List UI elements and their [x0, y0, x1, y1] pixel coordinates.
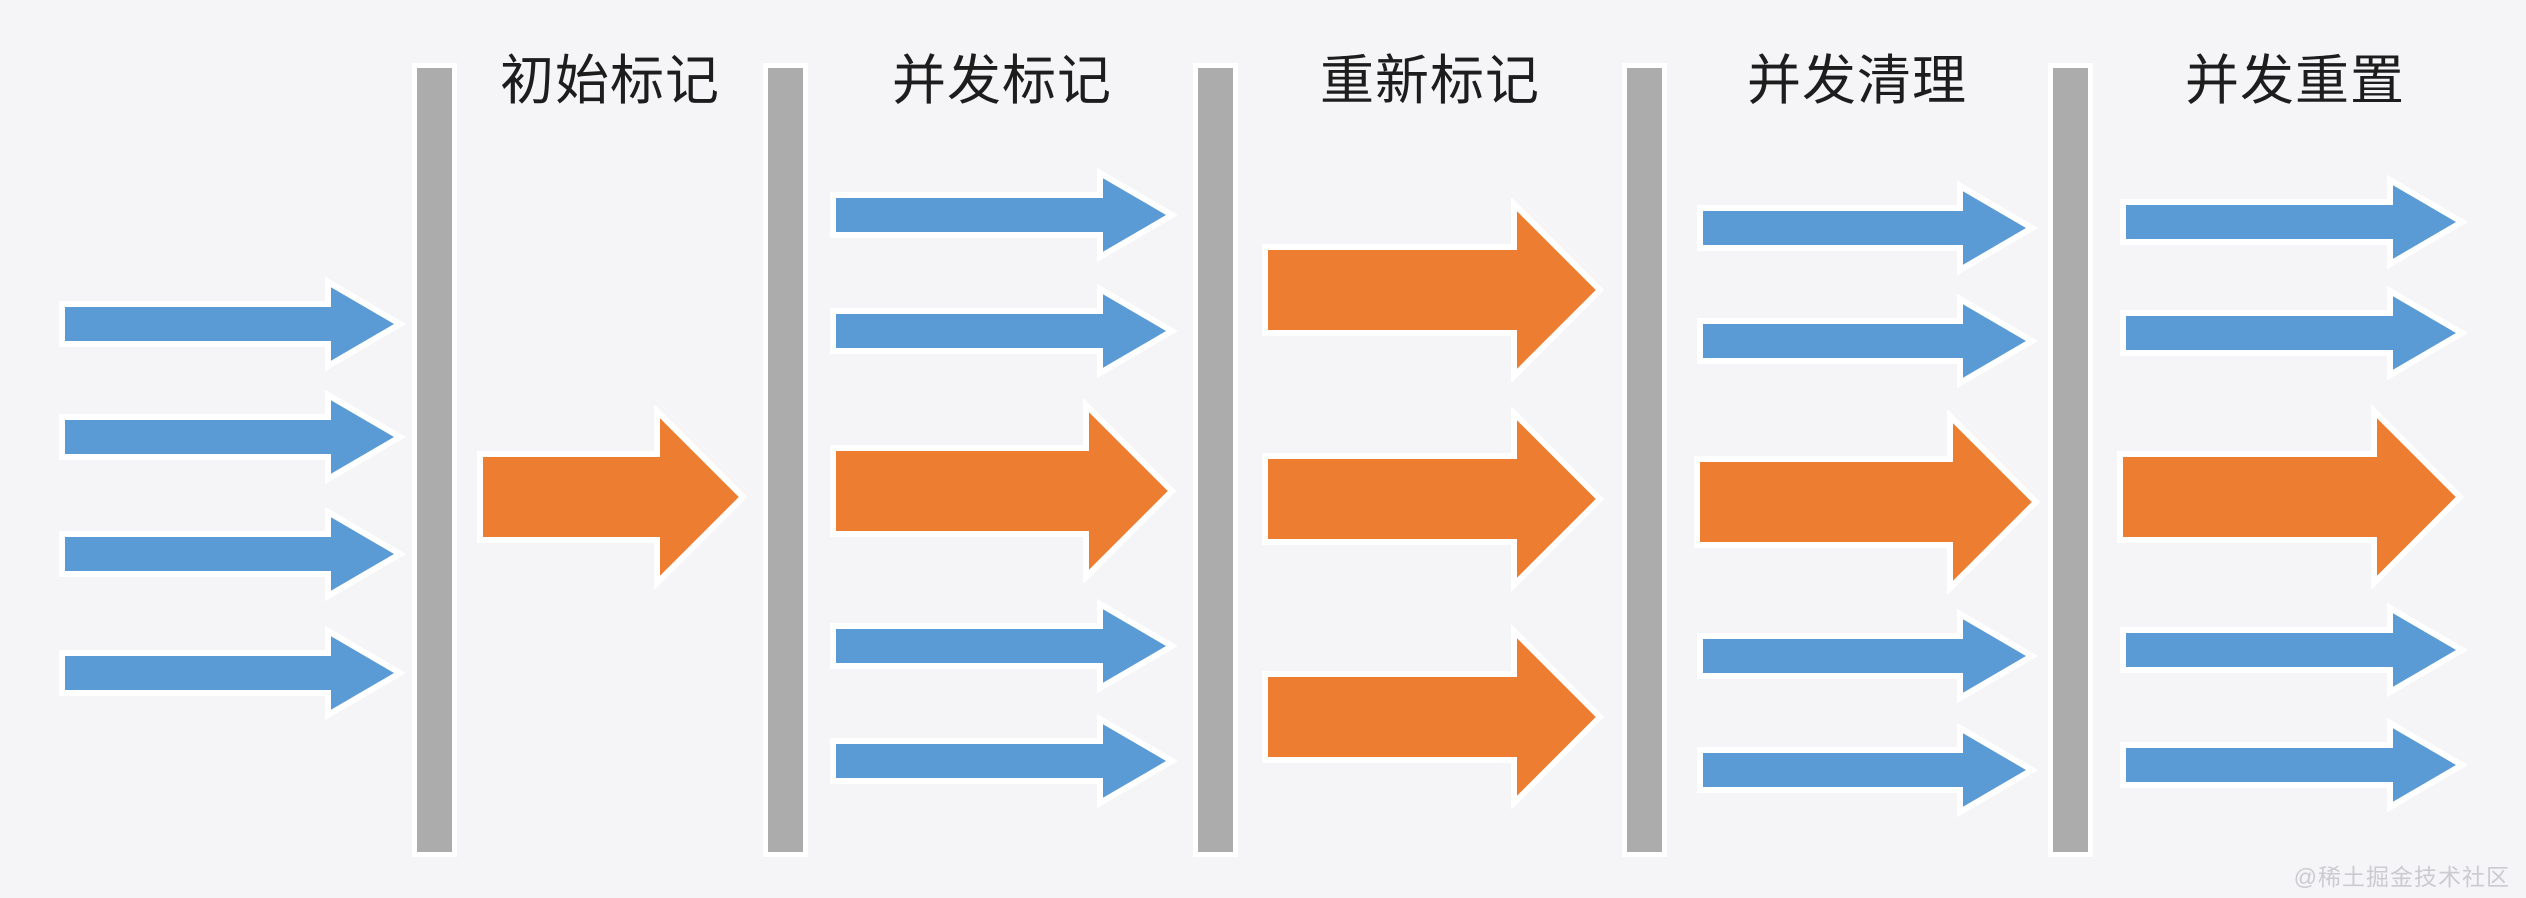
phase-label-remark: 重新标记 [1320, 51, 1540, 111]
app-thread-arrow-shape [59, 506, 406, 602]
gc-thread-arrow [1262, 407, 1605, 591]
stw-barrier-bar [768, 68, 803, 852]
gc-thread-arrow-shape [1694, 410, 2041, 594]
phase-label-concurrent-mark: 并发标记 [892, 51, 1112, 111]
app-thread-arrow [1697, 608, 2038, 704]
phase-label-concurrent-reset: 并发重置 [2185, 51, 2405, 111]
app-thread-arrow [1697, 293, 2038, 389]
app-thread-arrow [59, 506, 406, 602]
app-thread-arrow-shape [2120, 285, 2468, 381]
app-thread-arrow [830, 283, 1178, 379]
app-thread-arrow-shape [2120, 717, 2468, 813]
app-thread-arrow-shape [59, 276, 406, 372]
stw-barrier-bar [1198, 68, 1233, 852]
gc-thread-arrow [2117, 405, 2465, 589]
stw-barrier-bar [1627, 68, 1662, 852]
app-thread-arrow [830, 598, 1178, 694]
app-thread-arrow [2120, 174, 2468, 270]
phase-label-initial-mark: 初始标记 [500, 51, 720, 111]
app-thread-arrow-shape [830, 598, 1178, 694]
app-thread-arrow [830, 713, 1178, 809]
gc-thread-arrow [1262, 625, 1605, 809]
app-thread-arrow [830, 167, 1178, 263]
gc-thread-arrow-shape [830, 399, 1177, 583]
app-thread-arrow-shape [1697, 722, 2038, 818]
phase-label-concurrent-sweep: 并发清理 [1747, 51, 1967, 111]
app-thread-arrow [59, 276, 406, 372]
app-thread-arrow-shape [830, 283, 1178, 379]
stw-barrier-bar [2053, 68, 2088, 852]
gc-thread-arrow-shape [1262, 407, 1605, 591]
app-thread-arrow-shape [59, 625, 406, 721]
app-thread-arrow-shape [1697, 293, 2038, 389]
gc-thread-arrow-shape [477, 405, 748, 589]
gc-thread-arrow [1262, 198, 1605, 382]
app-thread-arrow-shape [830, 167, 1178, 263]
gc-thread-arrow-shape [1262, 625, 1605, 809]
app-thread-arrow-shape [2120, 602, 2468, 698]
gc-thread-arrow-shape [2117, 405, 2465, 589]
gc-thread-arrow [477, 405, 748, 589]
watermark: @稀土掘金技术社区 [2293, 864, 2510, 890]
app-thread-arrow [59, 389, 406, 485]
app-thread-arrow-shape [1697, 180, 2038, 276]
app-thread-arrow [59, 625, 406, 721]
app-thread-arrow [2120, 602, 2468, 698]
app-thread-arrow [2120, 717, 2468, 813]
app-thread-arrow-shape [2120, 174, 2468, 270]
gc-thread-arrow-shape [1262, 198, 1605, 382]
app-thread-arrow-shape [1697, 608, 2038, 704]
app-thread-arrow-shape [830, 713, 1178, 809]
app-thread-arrow [1697, 722, 2038, 818]
app-thread-arrow [2120, 285, 2468, 381]
gc-thread-arrow [1694, 410, 2041, 594]
app-thread-arrow-shape [59, 389, 406, 485]
stw-barrier-bar [417, 68, 452, 852]
gc-thread-arrow [830, 399, 1177, 583]
app-thread-arrow [1697, 180, 2038, 276]
